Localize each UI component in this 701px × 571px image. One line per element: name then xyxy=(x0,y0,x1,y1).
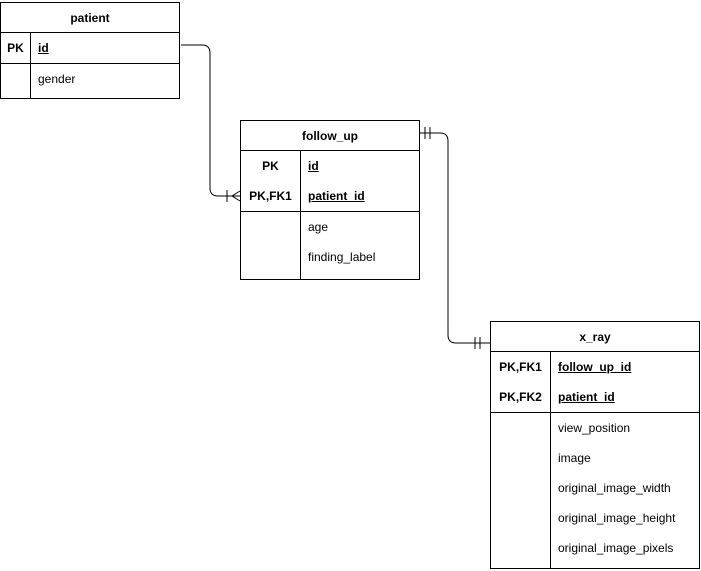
connector-line[interactable] xyxy=(181,44,240,197)
key-column xyxy=(241,212,301,279)
entity-follow_up-title[interactable]: follow_up xyxy=(241,121,419,151)
entity-x_ray[interactable]: x_ray PK,FK1 PK,FK2 follow_up_id patient… xyxy=(490,321,700,569)
empty-key-cell xyxy=(1,64,30,94)
follow_up-keys-section: PK PK,FK1 id patient_id xyxy=(241,151,419,212)
field-x_ray-follow_up_id[interactable]: follow_up_id xyxy=(558,360,632,374)
key-label[interactable]: PK,FK1 xyxy=(499,360,542,374)
empty-key-cell xyxy=(241,242,300,272)
connector-patient-follow_up[interactable] xyxy=(181,44,241,202)
field-follow_up-id[interactable]: id xyxy=(308,159,319,173)
field-x_ray-original_image_pixels[interactable]: original_image_pixels xyxy=(558,541,674,555)
key-label[interactable]: PK xyxy=(262,159,279,173)
one-and-only-one-marker-icon xyxy=(424,127,431,139)
key-label[interactable]: PK,FK1 xyxy=(249,189,292,203)
empty-key-cell xyxy=(241,212,300,242)
patient-keys-section: PK id xyxy=(1,33,179,64)
connector-line[interactable] xyxy=(420,132,490,344)
field-x_ray-patient_id[interactable]: patient_id xyxy=(558,390,615,404)
field-patient-id[interactable]: id xyxy=(38,41,49,55)
field-x_ray-view_position[interactable]: view_position xyxy=(558,421,631,435)
empty-key-cell xyxy=(491,443,550,473)
field-column: id xyxy=(31,33,179,63)
key-column: PK xyxy=(1,33,31,63)
field-column: follow_up_id patient_id xyxy=(551,352,699,412)
crows-foot-many-marker-icon xyxy=(231,190,241,202)
key-column: PK PK,FK1 xyxy=(241,151,301,211)
field-follow_up-finding_label[interactable]: finding_label xyxy=(308,250,376,264)
x_ray-keys-section: PK,FK1 PK,FK2 follow_up_id patient_id xyxy=(491,352,699,413)
key-column xyxy=(1,64,31,98)
field-column: id patient_id xyxy=(301,151,419,211)
entity-follow_up[interactable]: follow_up PK PK,FK1 id patient_id age fi… xyxy=(240,120,420,280)
empty-key-cell xyxy=(491,473,550,503)
one-and-only-one-marker-icon xyxy=(474,337,481,349)
empty-key-cell xyxy=(491,533,550,563)
field-x_ray-image[interactable]: image xyxy=(558,451,591,465)
field-column: age finding_label xyxy=(301,212,419,279)
field-patient-gender[interactable]: gender xyxy=(38,72,76,86)
entity-patient-title[interactable]: patient xyxy=(1,3,179,33)
key-column: PK,FK1 PK,FK2 xyxy=(491,352,551,412)
field-column: gender xyxy=(31,64,179,98)
key-label[interactable]: PK xyxy=(7,41,24,55)
empty-key-cell xyxy=(491,413,550,443)
patient-attributes-section: gender xyxy=(1,64,179,98)
field-x_ray-original_image_width[interactable]: original_image_width xyxy=(558,481,671,495)
field-follow_up-patient_id[interactable]: patient_id xyxy=(308,189,365,203)
entity-patient[interactable]: patient PK id gender xyxy=(0,2,180,99)
x_ray-attributes-section: view_position image original_image_width… xyxy=(491,413,699,568)
entity-x_ray-title[interactable]: x_ray xyxy=(491,322,699,352)
field-x_ray-original_image_height[interactable]: original_image_height xyxy=(558,511,676,525)
empty-key-cell xyxy=(491,503,550,533)
field-column: view_position image original_image_width… xyxy=(551,413,699,568)
connector-follow_up-x_ray[interactable] xyxy=(420,127,490,349)
key-column xyxy=(491,413,551,568)
key-label[interactable]: PK,FK2 xyxy=(499,390,542,404)
follow_up-attributes-section: age finding_label xyxy=(241,212,419,279)
field-follow_up-age[interactable]: age xyxy=(308,220,329,234)
